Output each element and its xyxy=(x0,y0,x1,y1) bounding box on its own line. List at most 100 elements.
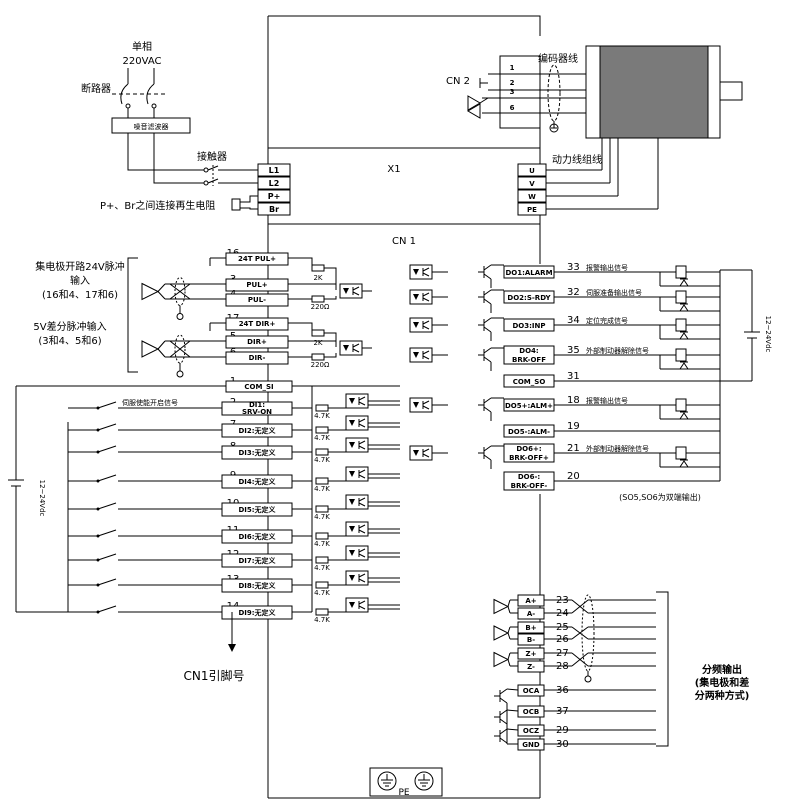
pulse-pin-name: PUL+ xyxy=(246,281,267,289)
switch-contact-icon xyxy=(96,507,100,511)
enable-signal-label: 伺服使能开启信号 xyxy=(122,398,178,407)
transistor-icon xyxy=(494,709,508,725)
servo-motor xyxy=(599,45,709,139)
resistor-4k7-label: 4.7K xyxy=(314,412,330,420)
pulse-terminal xyxy=(225,351,289,365)
switch-contact-icon xyxy=(96,406,100,410)
cn1-pin-label: CN1引脚号 xyxy=(184,668,245,683)
relay-coil-icon xyxy=(675,348,687,362)
optocoupler-icon xyxy=(409,289,433,305)
diode-icon xyxy=(679,331,689,340)
pulse-input-section: 集电极开路24V脉冲 输入 (16和4、17和6) 5V差分脉冲输入 (3和4、… xyxy=(33,248,372,378)
com-si-terminal xyxy=(225,380,293,393)
do-label: BRK-OFF- xyxy=(511,482,548,490)
enc-oc-label: GND xyxy=(522,741,540,749)
pulse-terminal xyxy=(225,293,289,307)
regen-label: P+、Br之间连接再生电阻 xyxy=(100,199,215,212)
resistor-icon xyxy=(315,556,329,564)
do-signal-label: 定位完成信号 xyxy=(586,316,628,325)
optocoupler-icon xyxy=(345,545,369,561)
optocoupler-icon xyxy=(409,264,433,280)
optocoupler-icon xyxy=(345,521,369,537)
transistor-icon xyxy=(494,728,508,744)
pin-number-19: 19 xyxy=(567,421,580,432)
di-label: DI1: xyxy=(249,401,265,409)
encoder-pin-6: 6 xyxy=(510,104,515,112)
di-supply-label: 12~24Vdc xyxy=(38,480,46,517)
motor-section: CN 2 1 2 3 6 编码器线 xyxy=(446,45,743,216)
oc-pulse-label-3: (16和4、17和6) xyxy=(42,289,118,301)
ground-icon xyxy=(377,771,397,791)
oc-pulse-label-1: 集电极开路24V脉冲 xyxy=(35,260,125,273)
pulse-terminal xyxy=(225,252,289,266)
resistor-4k7-label: 4.7K xyxy=(314,540,330,548)
relay-coil-icon xyxy=(675,446,687,460)
do-signal-label: 报警输出信号 xyxy=(586,396,628,405)
power-input-section: 单相 220VAC 断路器 噪音滤波器 接触器 xyxy=(81,40,291,216)
enc-diff-label: Z- xyxy=(527,663,535,671)
switch-contact-icon xyxy=(96,610,100,614)
di-label: DI5:无定义 xyxy=(238,505,276,514)
contactor-label: 接触器 xyxy=(197,150,227,163)
do-signal-label: 外部制动器解除信号 xyxy=(586,346,649,355)
diode-icon xyxy=(679,361,689,370)
resistor-icon xyxy=(311,295,325,303)
encoder-pin-1: 1 xyxy=(510,64,515,72)
diode-icon xyxy=(679,459,689,468)
switch-contact-icon xyxy=(96,558,100,562)
enc-diff-label: Z+ xyxy=(526,650,537,658)
do-label: DO6-: xyxy=(518,473,541,481)
optocoupler-icon xyxy=(345,570,369,586)
pulse-pin-name: DIR- xyxy=(249,354,266,362)
power-cable-label: 动力线组线 xyxy=(552,153,602,166)
resistor-icon xyxy=(315,505,329,513)
diode-icon xyxy=(679,303,689,312)
encoder-cable-label: 编码器线 xyxy=(538,52,578,65)
di-label: DI3:无定义 xyxy=(238,448,276,457)
phase-label: 单相 xyxy=(132,40,152,53)
pin-number-21: 21 xyxy=(567,443,580,454)
di-label: DI4:无定义 xyxy=(238,477,276,486)
optocoupler-icon xyxy=(339,283,363,299)
digital-input-section: 1COM_SI12~24Vdc2DI1:SRV-ON4.7K7DI2:无定义4.… xyxy=(8,376,400,683)
encoder-receiver-icon xyxy=(467,95,481,119)
optocoupler-icon xyxy=(409,317,433,333)
resistor-4k7-label: 4.7K xyxy=(314,564,330,572)
regen-resistor-icon xyxy=(231,198,241,211)
enc-oc-label: OCB xyxy=(523,708,539,716)
enc-out-label-2: (集电极和差 xyxy=(695,676,750,689)
di-label: DI9:无定义 xyxy=(238,608,276,617)
resistor-4k7-label: 4.7K xyxy=(314,513,330,521)
optocoupler-icon xyxy=(345,393,369,409)
motor-shaft xyxy=(719,81,743,101)
shield-icon xyxy=(581,594,595,672)
cn2-label: CN 2 xyxy=(446,76,470,87)
ground-icon xyxy=(176,370,184,378)
ground-icon xyxy=(549,123,559,133)
switch-contact-icon xyxy=(96,450,100,454)
enc-diff-label: A+ xyxy=(525,597,536,605)
terminal-l2: L2 xyxy=(269,179,280,188)
shield-icon xyxy=(174,334,186,364)
do-label: COM_SO xyxy=(513,378,546,386)
enc-out-label-3: 分两种方式) xyxy=(695,689,750,702)
relay-coil-icon xyxy=(675,318,687,332)
enc-diff-label: A- xyxy=(527,610,535,618)
di-label: DI8:无定义 xyxy=(238,581,276,590)
relay-coil-icon xyxy=(675,290,687,304)
switch-contact-icon xyxy=(96,534,100,538)
do-label: DO6+: xyxy=(516,445,541,453)
resistor-icon xyxy=(315,608,329,616)
pulse-pin-name: DIR+ xyxy=(247,338,267,346)
pe-terminal xyxy=(369,767,443,797)
drive-body: X1 CN 1 PE xyxy=(267,15,541,799)
breaker-label: 断路器 xyxy=(81,82,111,95)
resistor-icon xyxy=(311,353,325,361)
enc-out-label-1: 分频输出 xyxy=(702,663,742,676)
ground-icon xyxy=(176,313,184,320)
resistor-icon xyxy=(315,426,329,434)
transistor-icon xyxy=(478,317,492,333)
